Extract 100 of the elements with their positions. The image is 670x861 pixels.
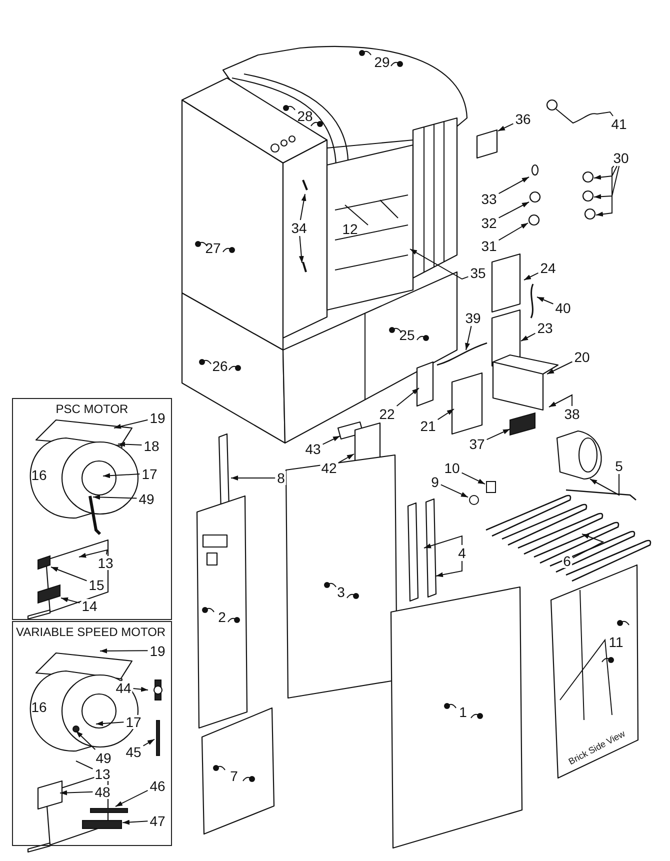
- callout-number: 20: [573, 350, 591, 364]
- callout-number: 8: [276, 471, 286, 485]
- callout-number: 39: [464, 311, 482, 325]
- callout-number: 29: [374, 55, 390, 69]
- callout-number: 27: [205, 241, 221, 255]
- leader-line: [524, 272, 539, 280]
- callout-number: 17: [140, 466, 158, 480]
- leader-line: [122, 820, 148, 825]
- callout-number: 12: [342, 222, 358, 236]
- callout-number: 31: [480, 239, 498, 253]
- callout-number: 46: [148, 778, 166, 792]
- leader-line: [437, 408, 454, 420]
- sealing-strip: [90, 808, 128, 812]
- callout-number: 34: [290, 221, 308, 235]
- leader-line: [548, 394, 572, 408]
- leader-line: [322, 436, 340, 445]
- leader-line: [410, 248, 469, 280]
- leader-line: [96, 721, 124, 726]
- callout-number: 14: [80, 598, 98, 612]
- callout-number: 3: [337, 585, 345, 599]
- callout-number: 49: [94, 750, 112, 764]
- callout-number: 36: [514, 112, 532, 126]
- callout-number: 18: [142, 438, 160, 452]
- callout-number: 22: [378, 407, 396, 421]
- callout-number: 40: [554, 301, 572, 315]
- leader-line: [520, 332, 536, 342]
- callout-number: 26: [212, 359, 228, 373]
- leader-line: [78, 549, 108, 558]
- leader-line: [298, 236, 304, 264]
- leader-line: [50, 566, 88, 582]
- callout-number: 25: [399, 328, 415, 342]
- leader-line: [572, 534, 604, 558]
- callout-number: 43: [304, 442, 322, 456]
- leader-line: [440, 484, 468, 498]
- callout-number: 7: [230, 769, 238, 783]
- leader-line: [465, 326, 472, 350]
- callout-number: 33: [480, 192, 498, 206]
- callout-number: 37: [468, 437, 486, 451]
- callout-number: 24: [539, 261, 557, 275]
- leader-line: [498, 123, 514, 132]
- callout-number: 44: [114, 680, 132, 694]
- leader-line: [100, 648, 148, 654]
- callout-number: 19: [148, 410, 166, 424]
- leader-line: [424, 535, 462, 548]
- callout-number: 9: [430, 475, 440, 489]
- panel-heading: PSC MOTOR: [56, 403, 128, 416]
- callout-number: 32: [480, 216, 498, 230]
- callout-number: 41: [610, 117, 628, 131]
- sealing-strip: [82, 820, 122, 828]
- leader-line: [142, 738, 155, 746]
- callout-number: 42: [320, 461, 338, 475]
- leader-line: [596, 166, 620, 217]
- leader-line: [76, 760, 94, 770]
- leader-line: [498, 202, 530, 218]
- leader-line: [114, 419, 148, 429]
- callout-number: 21: [419, 419, 437, 433]
- callout-number: 13: [94, 766, 112, 780]
- leader-line: [486, 428, 510, 440]
- callout-number: 10: [443, 461, 461, 475]
- leader-line: [76, 730, 96, 750]
- leader-line: [498, 176, 530, 194]
- callout-number: 1: [459, 705, 467, 719]
- callout-number: 45: [124, 744, 142, 758]
- callout-number: 6: [562, 554, 572, 568]
- leader-line: [498, 222, 528, 241]
- callout-number: 2: [218, 610, 226, 624]
- callout-number: 13: [96, 556, 114, 570]
- panel-heading: VARIABLE SPEED MOTOR: [16, 626, 166, 640]
- callout-number: 5: [614, 459, 624, 473]
- cable-tie: [156, 720, 160, 756]
- callout-number: 4: [457, 546, 467, 560]
- leader-line: [92, 494, 138, 500]
- inset-panel: [12, 621, 172, 846]
- callout-number: 11: [608, 635, 624, 649]
- callout-number: 30: [612, 151, 630, 165]
- callout-number: 38: [563, 407, 581, 421]
- callout-number: 49: [138, 492, 156, 506]
- leader-line: [536, 296, 554, 304]
- leader-line: [396, 388, 420, 407]
- leader-line: [338, 454, 354, 464]
- inset-panel: [12, 398, 172, 620]
- leader-line: [300, 194, 306, 220]
- switch-part: [486, 481, 496, 493]
- callout-number: 47: [148, 814, 166, 828]
- leader-line: [118, 442, 142, 447]
- leader-line: [132, 686, 148, 692]
- leader-line: [461, 472, 486, 485]
- leader-line: [115, 790, 148, 807]
- callout-number: 23: [536, 321, 554, 335]
- leader-line: [594, 166, 614, 180]
- leader-line: [60, 597, 80, 604]
- callout-number: 16: [31, 468, 47, 482]
- leader-line: [230, 476, 276, 480]
- leader-line: [436, 560, 462, 578]
- leader-line: [596, 111, 614, 116]
- callout-number: 19: [148, 644, 166, 658]
- leader-line: [594, 166, 618, 200]
- callout-number: 35: [469, 266, 487, 280]
- view-note: Brick Side View: [567, 729, 627, 767]
- sensor-part: [469, 495, 479, 505]
